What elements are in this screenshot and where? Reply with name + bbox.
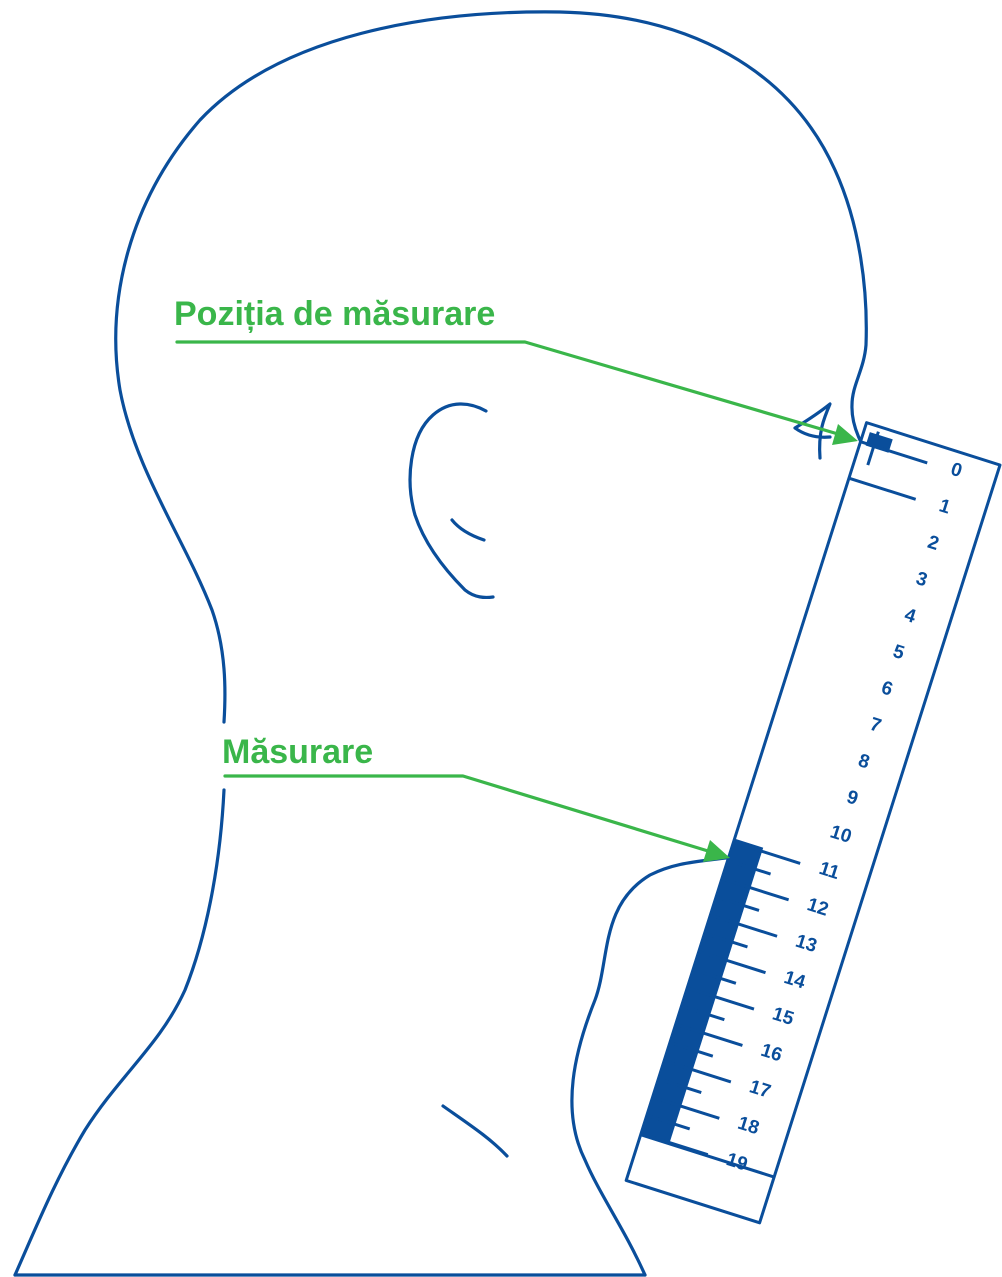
measurement-label: Măsurare bbox=[222, 733, 373, 771]
measurement-position-leader bbox=[177, 342, 838, 434]
measurement-position-callout: Poziția de măsurare bbox=[174, 295, 858, 445]
ear-inner-outline bbox=[452, 520, 484, 540]
neck-back-outline bbox=[15, 790, 224, 1275]
measurement-callout: Măsurare bbox=[222, 733, 730, 862]
measurement-leader bbox=[225, 776, 708, 851]
ear-outline bbox=[410, 404, 493, 597]
measurement-position-label: Poziția de măsurare bbox=[174, 295, 495, 333]
collarbone-outline bbox=[443, 1106, 507, 1156]
